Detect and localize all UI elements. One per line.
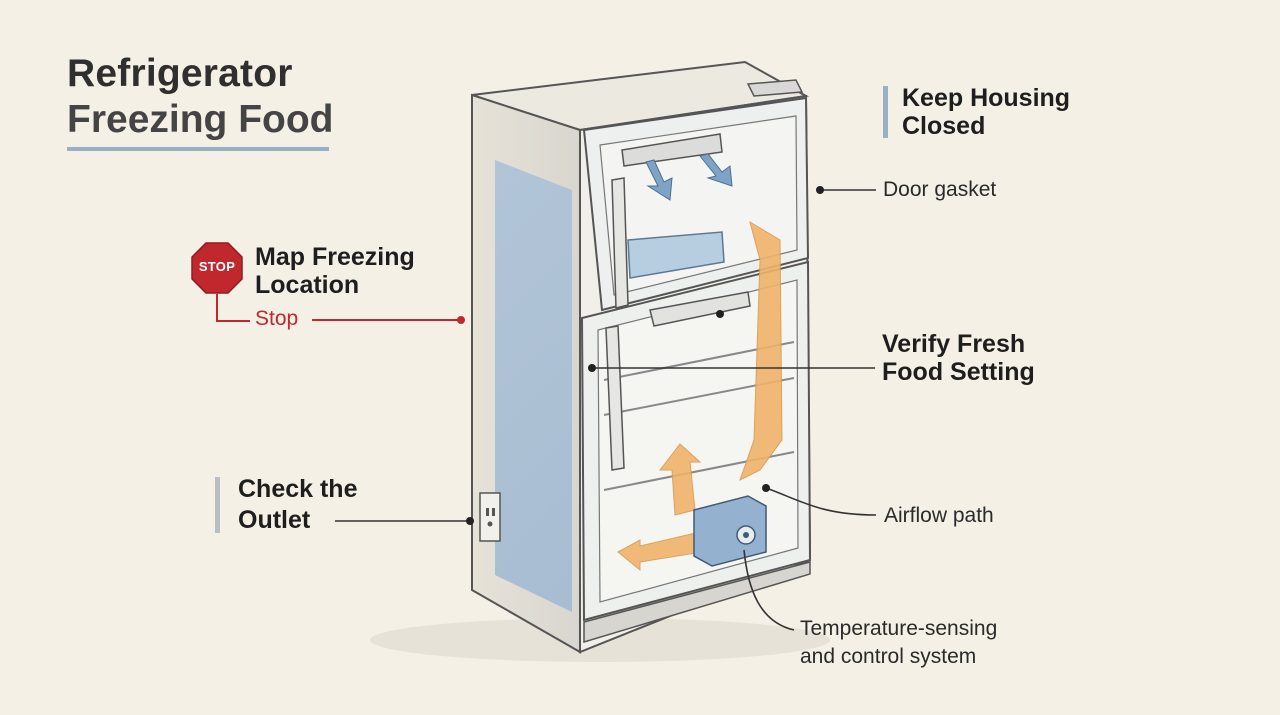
ice-tray [627, 231, 725, 279]
callout-keep-housing-line2: Closed [902, 112, 986, 140]
label-airflow-path: Airflow path [884, 504, 994, 527]
label-stop: Stop [255, 307, 299, 330]
freezer-vent [621, 133, 723, 167]
callout-keep-housing-line1: Keep Housing [902, 84, 1071, 112]
cold-air-arrow-right [699, 153, 733, 187]
stop-sign-icon [191, 242, 243, 294]
title-underline [67, 147, 329, 151]
airflow-arrow-up [658, 443, 702, 516]
callout-bar-check-outlet [215, 477, 220, 533]
fresh-food-handle [605, 325, 625, 471]
callout-map-freezing-line2: Location [255, 271, 360, 299]
callout-check-outlet: Check the Outlet [238, 474, 357, 536]
callout-map-freezing: Map Freezing Location [255, 243, 415, 299]
callout-map-freezing-line1: Map Freezing [255, 243, 415, 271]
label-temp-control-line2: and control system [800, 645, 977, 668]
freezer-handle [611, 177, 629, 309]
airflow-arrow-vertical [739, 220, 783, 481]
page-title: Refrigerator [67, 52, 293, 95]
page-subtitle: Freezing Food [67, 98, 334, 141]
callout-check-outlet-line1: Check the [238, 475, 358, 503]
callout-verify-setting: Verify Fresh Food Setting [882, 330, 1035, 386]
fridge-base [583, 561, 811, 644]
label-door-gasket: Door gasket [883, 178, 997, 201]
temperature-control-box [693, 495, 767, 567]
callout-bar-keep-housing [883, 86, 888, 138]
callout-keep-housing: Keep Housing Closed [902, 84, 1070, 140]
callout-check-outlet-line2: Outlet [238, 506, 311, 534]
cold-air-arrow-left [645, 159, 673, 201]
side-blue-panel [495, 160, 572, 612]
control-panel [649, 291, 751, 327]
callout-verify-setting-line1: Verify Fresh [882, 330, 1026, 358]
label-temp-control: Temperature-sensing and control system [800, 615, 997, 671]
callout-verify-setting-line2: Food Setting [882, 358, 1035, 386]
top-control-handle [746, 79, 804, 97]
stop-sign-text: STOP [198, 259, 236, 274]
label-temp-control-line1: Temperature-sensing [800, 617, 998, 640]
wall-outlet [479, 492, 501, 542]
